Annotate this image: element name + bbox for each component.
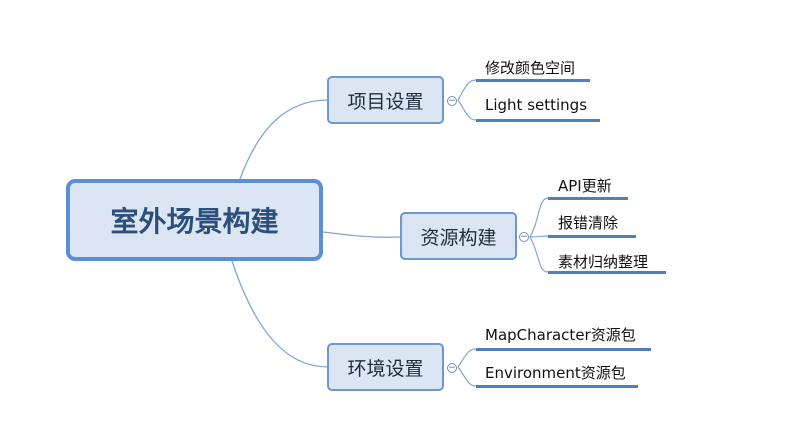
- leaf-underline: [476, 119, 600, 122]
- connector-branch-3-leaf-1: [457, 348, 477, 368]
- connector-root-branch-3: [231, 260, 329, 368]
- leaf-underline: [476, 348, 651, 351]
- branch-node-project-settings[interactable]: 项目设置: [327, 76, 444, 124]
- leaf-underline: [548, 235, 636, 238]
- branch-node-resource-build[interactable]: 资源构建: [400, 212, 517, 260]
- connector-root-branch-1: [239, 99, 329, 180]
- connector-branch-1-leaf-2: [457, 99, 477, 121]
- leaf-node[interactable]: API更新: [558, 177, 612, 195]
- connector-branch-2-leaf-2: [529, 235, 549, 238]
- root-node-label: 室外场景构建: [110, 205, 279, 238]
- connector-branch-1-leaf-1: [457, 79, 477, 101]
- collapse-toggle-icon[interactable]: −: [447, 96, 457, 106]
- leaf-node[interactable]: Environment资源包: [485, 364, 626, 382]
- connector-branch-2-leaf-3: [529, 236, 549, 273]
- branch-node-label: 环境设置: [347, 357, 424, 380]
- connector-branch-3-leaf-2: [457, 366, 477, 387]
- collapse-toggle-icon[interactable]: −: [519, 232, 529, 242]
- branch-node-label: 项目设置: [347, 90, 424, 113]
- leaf-node[interactable]: Light settings: [485, 96, 588, 114]
- collapse-toggle-icon[interactable]: −: [447, 363, 457, 373]
- leaf-node[interactable]: 报错清除: [558, 214, 619, 232]
- leaf-underline: [548, 197, 628, 200]
- leaf-node[interactable]: 素材归纳整理: [558, 253, 649, 271]
- leaf-node[interactable]: 修改颜色空间: [485, 59, 576, 77]
- root-node[interactable]: 室外场景构建: [66, 179, 323, 261]
- branch-node-label: 资源构建: [420, 226, 497, 249]
- leaf-node[interactable]: MapCharacter资源包: [485, 326, 636, 344]
- branch-node-environment-settings[interactable]: 环境设置: [327, 343, 444, 391]
- leaf-underline: [548, 271, 666, 274]
- connector-branch-2-leaf-1: [529, 197, 549, 238]
- connector-root-branch-2: [322, 231, 401, 238]
- leaf-underline: [476, 385, 638, 388]
- leaf-underline: [476, 79, 590, 82]
